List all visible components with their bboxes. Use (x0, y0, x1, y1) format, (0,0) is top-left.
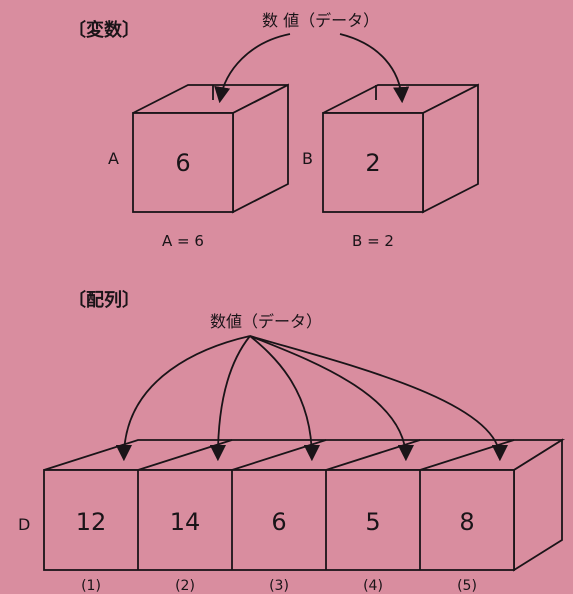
array-cell-index: (2) (175, 578, 195, 594)
array-cell-index: (5) (457, 578, 477, 594)
variable-b-value: 2 (365, 149, 380, 177)
variable-a-name: A (108, 149, 119, 168)
variable-arrow-a (214, 33, 291, 104)
variable-b-name: B (302, 149, 313, 168)
array-arrow (209, 335, 251, 462)
array-cell-value: 6 (271, 508, 286, 536)
variable-a-equation: A = 6 (162, 232, 204, 250)
variable-box-b (322, 83, 479, 214)
variable-a-value: 6 (175, 149, 190, 177)
array-cell-value: 8 (459, 508, 474, 536)
array-arrow (115, 335, 251, 462)
array-data-label: 数値（データ） (210, 312, 322, 331)
array-box (43, 438, 566, 572)
variables-data-label: 数 値（データ） (262, 11, 379, 30)
array-section-title: 〔配列〕 (68, 290, 140, 311)
array-arrow (249, 335, 508, 462)
array-arrow (249, 335, 320, 462)
variable-arrow-b (339, 33, 410, 104)
array-cell-index: (3) (269, 578, 289, 594)
variables-section-title: 〔変数〕 (68, 19, 140, 41)
array-cell-value: 14 (170, 508, 201, 536)
variable-b-equation: B = 2 (352, 232, 394, 250)
array-cell-index: (4) (363, 578, 383, 594)
array-name: D (18, 515, 30, 534)
array-arrow (249, 335, 414, 462)
array-cell-index: (1) (81, 578, 101, 594)
variable-box-a (132, 83, 289, 214)
array-cell-value: 5 (365, 508, 380, 536)
array-cell-value: 12 (76, 508, 107, 536)
